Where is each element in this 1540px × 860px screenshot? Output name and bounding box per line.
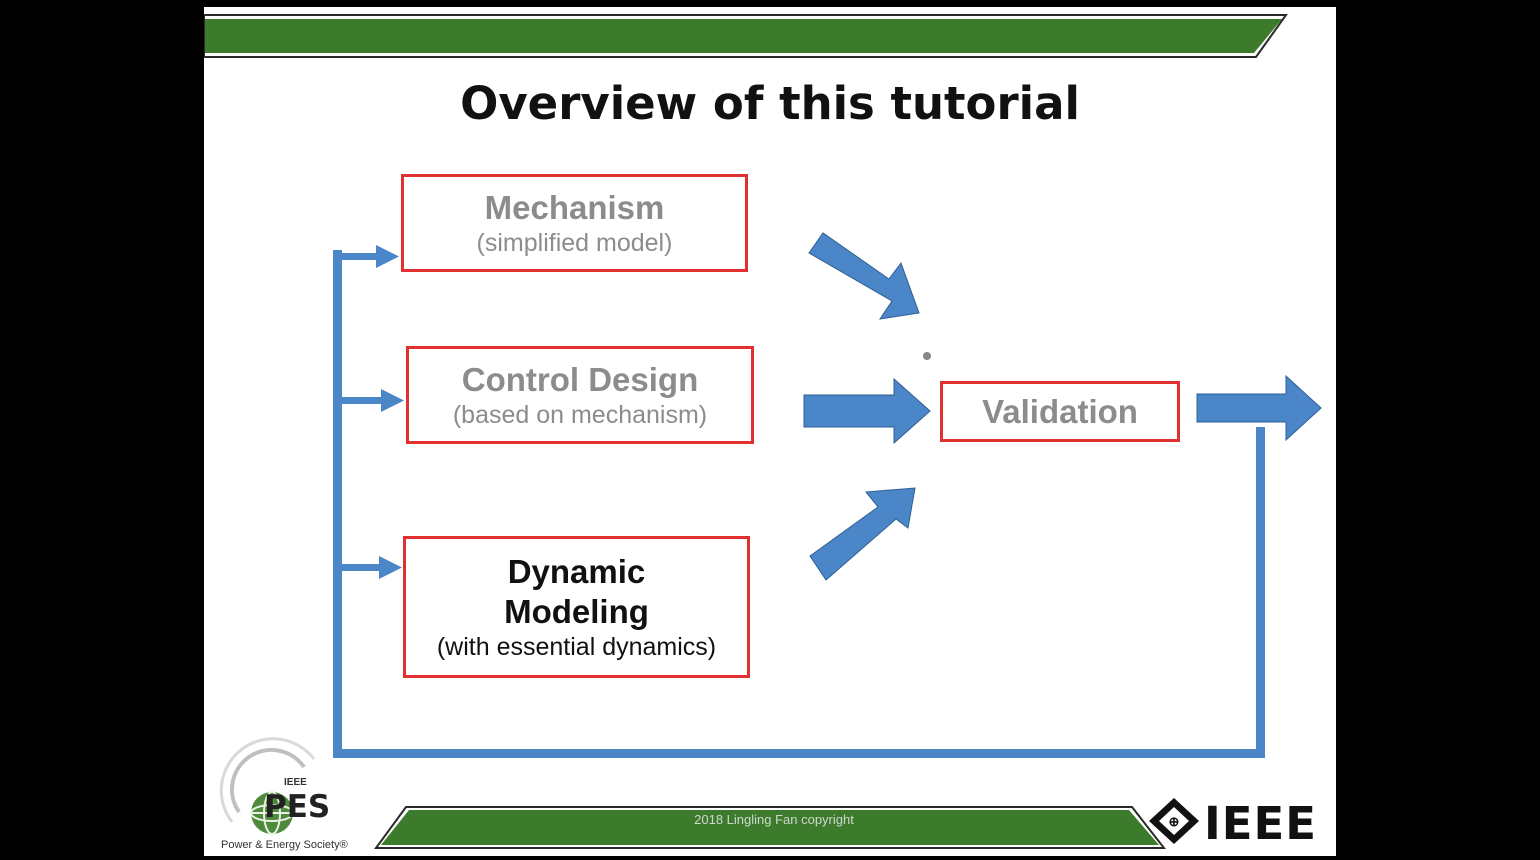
feedback-loop [333, 245, 1265, 758]
arrow-dynamic-to-validation [809, 487, 916, 581]
ieee-diamond-icon: ⊕ [1149, 798, 1199, 844]
branch-to-mechanism-head [376, 245, 399, 268]
loop-left-vertical [333, 250, 342, 758]
copyright-footer: 2018 Lingling Fan copyright [694, 812, 854, 827]
branch-to-control [333, 397, 385, 404]
arrow-validation-output [1196, 374, 1322, 442]
arrow-mechanism-to-validation [808, 232, 920, 320]
top-green-banner [204, 19, 1282, 53]
validation-box: Validation [940, 381, 1180, 442]
dynamic-modeling-sublabel: (with essential dynamics) [436, 632, 717, 661]
dynamic-modeling-label-line2: Modeling [504, 593, 649, 630]
ieee-logo-text: IEEE [1204, 797, 1317, 850]
pes-logo-text: PES [264, 789, 331, 825]
slide: ⊕ Overview of this tutorial Mechanism (s… [204, 7, 1336, 856]
svg-text:⊕: ⊕ [1169, 814, 1180, 829]
control-design-sublabel: (based on mechanism) [452, 400, 708, 429]
validation-label: Validation [982, 392, 1138, 430]
dynamic-modeling-box: Dynamic Modeling (with essential dynamic… [403, 536, 750, 678]
arrow-control-to-validation [803, 377, 931, 445]
diagram-canvas: ⊕ [204, 14, 1322, 849]
mechanism-sublabel: (simplified model) [476, 228, 673, 257]
branch-to-dynamic [333, 564, 385, 571]
top-banner-outline [204, 14, 1288, 58]
branch-to-control-head [381, 389, 404, 412]
branch-to-dynamic-head [379, 556, 402, 579]
control-design-label: Control Design [461, 361, 699, 399]
pes-logo-caption: Power & Energy Society® [221, 839, 348, 851]
branch-to-mechanism [333, 253, 381, 260]
pes-globe-icon [219, 737, 316, 835]
loop-right-vertical [1256, 427, 1265, 758]
pes-logo-ieee-text: IEEE [284, 777, 307, 788]
mechanism-label: Mechanism [484, 189, 665, 227]
slide-title: Overview of this tutorial [460, 77, 1080, 130]
bottom-banner-outline [374, 806, 1167, 849]
bottom-green-banner [381, 810, 1159, 845]
control-design-box: Control Design (based on mechanism) [406, 346, 754, 444]
cursor-dot [923, 352, 931, 360]
loop-bottom-horizontal [333, 749, 1265, 758]
mechanism-box: Mechanism (simplified model) [401, 174, 748, 272]
dynamic-modeling-label-line1: Dynamic [507, 553, 646, 591]
